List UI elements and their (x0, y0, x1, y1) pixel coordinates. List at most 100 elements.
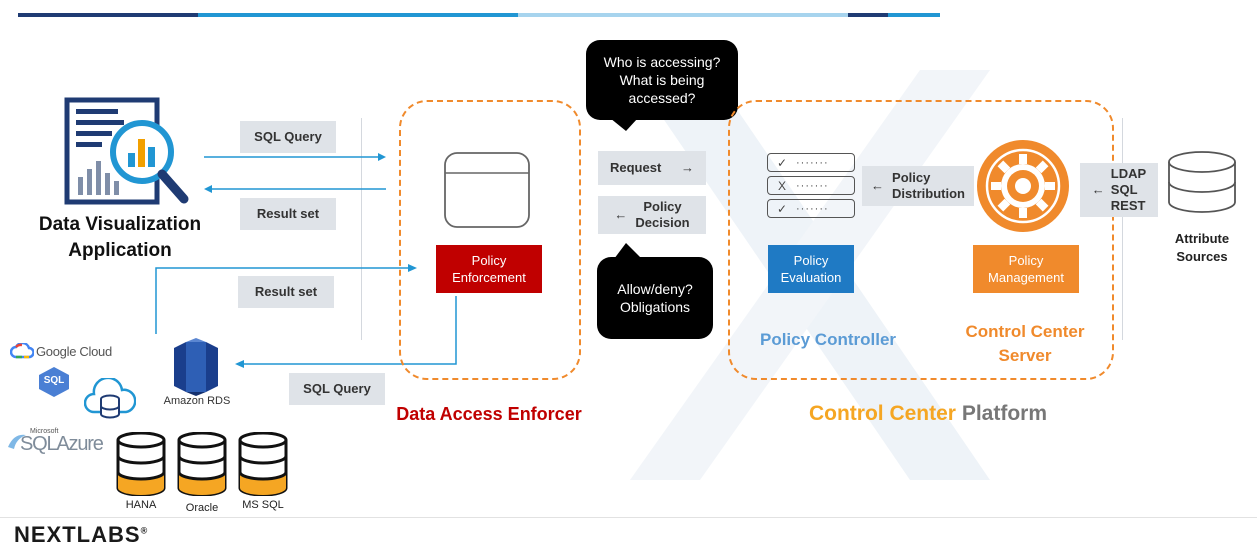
data-access-enforcer-boundary (399, 100, 581, 380)
rest-label: REST (1110, 198, 1146, 213)
policy-controller-title: Policy Controller (759, 330, 897, 349)
attribute-database-icon (1168, 151, 1236, 213)
bubble-top-line3: accessed? (628, 90, 696, 106)
result-set-top-box: Result set (240, 198, 336, 230)
sql-query-bottom-box: SQL Query (289, 373, 385, 405)
allow-deny-bubble: Allow/deny? Obligations (597, 257, 713, 339)
policy-rule-row: ✓ ······· (767, 153, 855, 172)
check-icon: ✓ (776, 155, 788, 170)
ldap-sql-rest-label: LDAP SQL REST (1111, 166, 1146, 214)
right-divider-line (1122, 118, 1123, 340)
nextlabs-brand: NEXTLABS (14, 522, 141, 547)
google-cloud-icon (10, 343, 34, 359)
registered-mark: ® (140, 525, 149, 536)
data-visualization-app-icon (64, 97, 189, 205)
control-center-platform-boundary (728, 100, 1114, 380)
cloud-sql-badge-label: SQL (43, 375, 65, 386)
policy-evaluation-line1: Policy (793, 253, 829, 268)
microsoft-label: Microsoft (30, 428, 59, 435)
amazon-rds-label: Amazon RDS (163, 395, 231, 407)
who-is-accessing-bubble: Who is accessing? What is being accessed… (586, 40, 738, 120)
ldap-label: LDAP (1110, 166, 1147, 181)
bubble-bottom-line2: Obligations (619, 299, 691, 315)
platform-title-orange: Control Center (808, 402, 956, 425)
policy-rule-row: X ······· (767, 176, 855, 195)
ms-sql-label: MS SQL (242, 499, 284, 511)
app-title-line1: Data Visualization (38, 214, 202, 235)
policy-distribution-line2: Distribution (892, 186, 965, 201)
bubble-top-line1: Who is accessing? (603, 54, 721, 70)
left-divider-line (361, 118, 362, 340)
platform-title-gray: Platform (961, 402, 1048, 425)
rule-dots: ······· (796, 179, 829, 192)
top-bar-segment-3 (518, 13, 848, 17)
bubble-bottom-line1: Allow/deny? (617, 281, 693, 297)
policy-decision-box: ← Policy Decision (598, 196, 706, 234)
policy-rule-row: ✓ ······· (767, 199, 855, 218)
policy-decision-line2: Decision (635, 215, 690, 230)
bubble-top-tail (610, 118, 638, 131)
request-box: Request → (598, 151, 706, 185)
sql-azure-label: SQLAzure (20, 433, 104, 455)
bubble-top-line2: What is being (619, 72, 705, 88)
policy-evaluation-line2: Evaluation (780, 270, 842, 285)
top-bar-segment-4 (848, 13, 888, 17)
bubble-bottom-tail (614, 243, 642, 259)
google-cloud-label: Google Cloud (36, 344, 112, 359)
sql-query-lower-arrow (235, 296, 457, 368)
ms-sql-database-icon (238, 432, 288, 496)
ldap-sql-rest-box: ← LDAP SQL REST (1080, 163, 1158, 217)
policy-distribution-box: ← Policy Distribution (862, 166, 974, 206)
request-label: Request (610, 160, 662, 175)
sql-query-top-box: SQL Query (240, 121, 336, 153)
policy-enforcement-box: Policy Enforcement (436, 245, 542, 293)
oracle-label: Oracle (185, 502, 219, 514)
result-set-arrow (204, 185, 386, 193)
policy-decision-label: Policy Decision (635, 199, 689, 231)
policy-distribution-arrow-icon: ← (871, 178, 885, 193)
cloud-sql-badge-icon (39, 367, 69, 397)
control-center-server-line1: Control Center (965, 322, 1085, 341)
policy-evaluation-box: Policy Evaluation (768, 245, 854, 293)
data-access-enforcer-title: Data Access Enforcer (396, 404, 582, 424)
sql-label: SQL (1110, 182, 1138, 197)
policy-management-box: Policy Management (973, 245, 1079, 293)
oracle-database-icon (177, 432, 227, 496)
top-bar-segment-5 (888, 13, 940, 17)
nextlabs-logo: NEXTLABS® (14, 522, 148, 548)
policy-rules-icon: ✓ ······· X ······· ✓ ······· (767, 153, 855, 218)
sql-azure-icon (8, 434, 26, 449)
hana-label: HANA (125, 499, 157, 511)
top-bar-segment-1 (18, 13, 198, 17)
sql-query-arrow (204, 153, 386, 161)
footer-separator (0, 517, 1257, 518)
policy-distribution-line1: Policy (892, 170, 931, 185)
check-icon: ✓ (776, 201, 788, 216)
app-title: Data Visualization Application (20, 212, 220, 264)
policy-management-line2: Management (988, 270, 1064, 285)
control-center-platform-title: Control Center Platform (788, 402, 1068, 426)
attribute-line2: Sources (1176, 249, 1228, 264)
control-center-server-line2: Server (998, 346, 1052, 365)
attribute-line1: Attribute (1174, 231, 1230, 246)
control-center-server-title: Control Center Server (950, 320, 1100, 368)
policy-enforcement-line2: Enforcement (452, 270, 526, 285)
cloud-database-icon (84, 378, 136, 419)
result-set-bottom-box: Result set (238, 276, 334, 308)
policy-decision-line1: Policy (643, 199, 682, 214)
attribute-sources-label: Attribute Sources (1160, 230, 1244, 266)
amazon-rds-icon (174, 338, 218, 396)
enforcer-window-icon (444, 152, 530, 228)
policy-management-line1: Policy (1008, 253, 1044, 268)
attribute-arrow-icon: ← (1091, 182, 1105, 197)
policy-enforcement-line1: Policy (471, 253, 507, 268)
result-set-lower-arrow (155, 264, 417, 334)
top-bar-segment-2 (198, 13, 518, 17)
rule-dots: ······· (796, 202, 829, 215)
policy-decision-arrow-icon: ← (614, 207, 628, 222)
rule-dots: ······· (796, 156, 829, 169)
policy-distribution-label: Policy Distribution (892, 170, 965, 202)
cross-icon: X (777, 178, 786, 193)
app-title-line2: Application (68, 240, 172, 261)
gear-icon (977, 140, 1069, 232)
